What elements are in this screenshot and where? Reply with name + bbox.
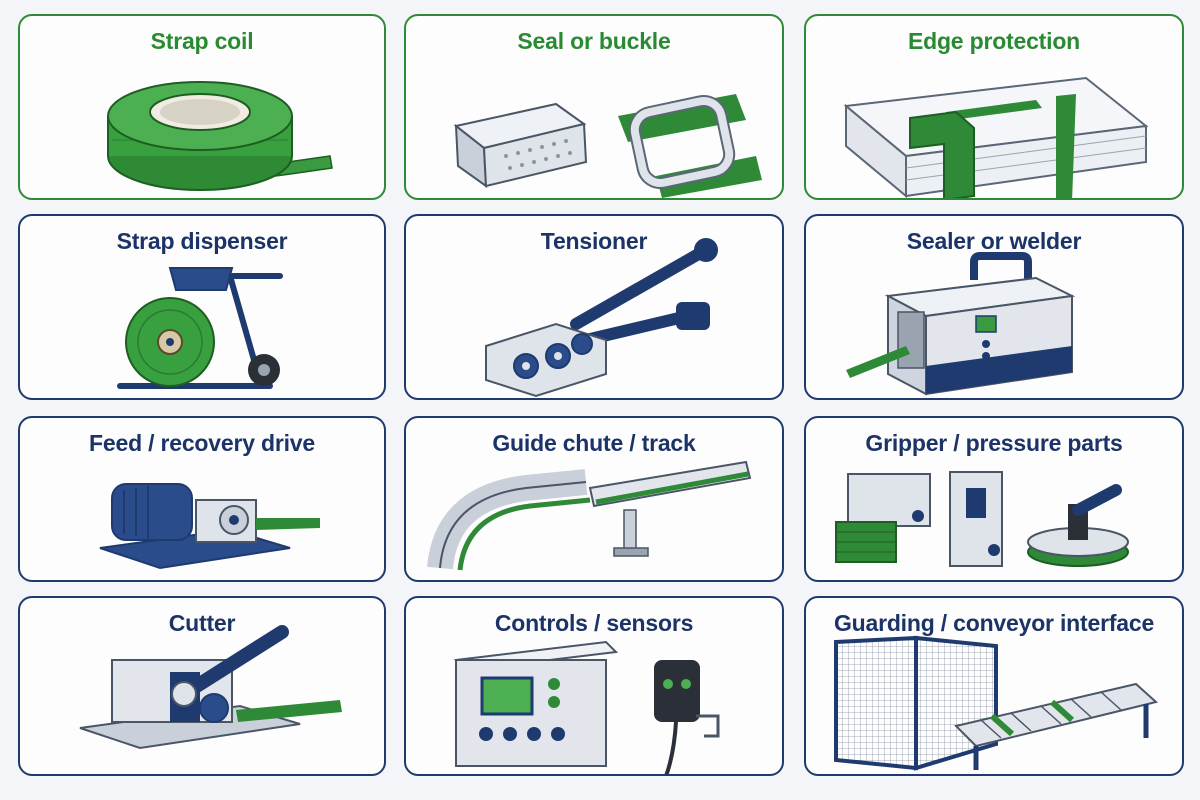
- card-guarding-conveyor-interface: Guarding / conveyor interface: [804, 596, 1184, 776]
- card-cutter: Cutter: [18, 596, 386, 776]
- card-title: Edge protection: [907, 28, 1081, 54]
- card-controls-sensors: Controls / sensors: [404, 596, 784, 776]
- card-title: Strap dispenser: [116, 228, 288, 254]
- card-title: Cutter: [168, 610, 236, 636]
- card-title: Sealer or welder: [906, 228, 1082, 254]
- seal-buckle-icon: [453, 94, 762, 198]
- gripper-parts-icon: [835, 471, 1129, 567]
- feed-drive-icon: [99, 483, 320, 570]
- card-title: Tensioner: [540, 228, 648, 254]
- strap-coil-icon: [107, 81, 333, 191]
- control-panel-icon: [453, 640, 720, 774]
- card-strap-coil: Strap coil: [18, 14, 386, 200]
- card-title: Gripper / pressure parts: [865, 430, 1123, 456]
- card-guide-chute-track: Guide chute / track: [404, 416, 784, 582]
- strap-dispenser-icon: [117, 267, 283, 389]
- card-gripper-pressure-parts: Gripper / pressure parts: [804, 416, 1184, 582]
- card-feed-recovery-drive: Feed / recovery drive: [18, 416, 386, 582]
- card-title: Guide chute / track: [492, 430, 696, 456]
- card-sealer-welder: Sealer or welder: [804, 214, 1184, 400]
- card-tensioner: Tensioner: [404, 214, 784, 400]
- guide-chute-icon: [427, 460, 752, 571]
- card-title: Guarding / conveyor interface: [833, 610, 1155, 636]
- card-seal-buckle: Seal or buckle: [404, 14, 784, 200]
- card-title: Feed / recovery drive: [89, 430, 315, 456]
- cutter-icon: [79, 625, 342, 750]
- card-edge-protection: Edge protection: [804, 14, 1184, 200]
- guarding-conveyor-icon: [834, 635, 1159, 771]
- card-title: Seal or buckle: [517, 28, 671, 54]
- tensioner-icon: [485, 238, 718, 398]
- card-title: Strap coil: [150, 28, 254, 54]
- card-strap-dispenser: Strap dispenser: [18, 214, 386, 400]
- sealer-welder-icon: [846, 252, 1076, 396]
- card-title: Controls / sensors: [494, 610, 694, 636]
- edge-protector-icon: [843, 76, 1149, 198]
